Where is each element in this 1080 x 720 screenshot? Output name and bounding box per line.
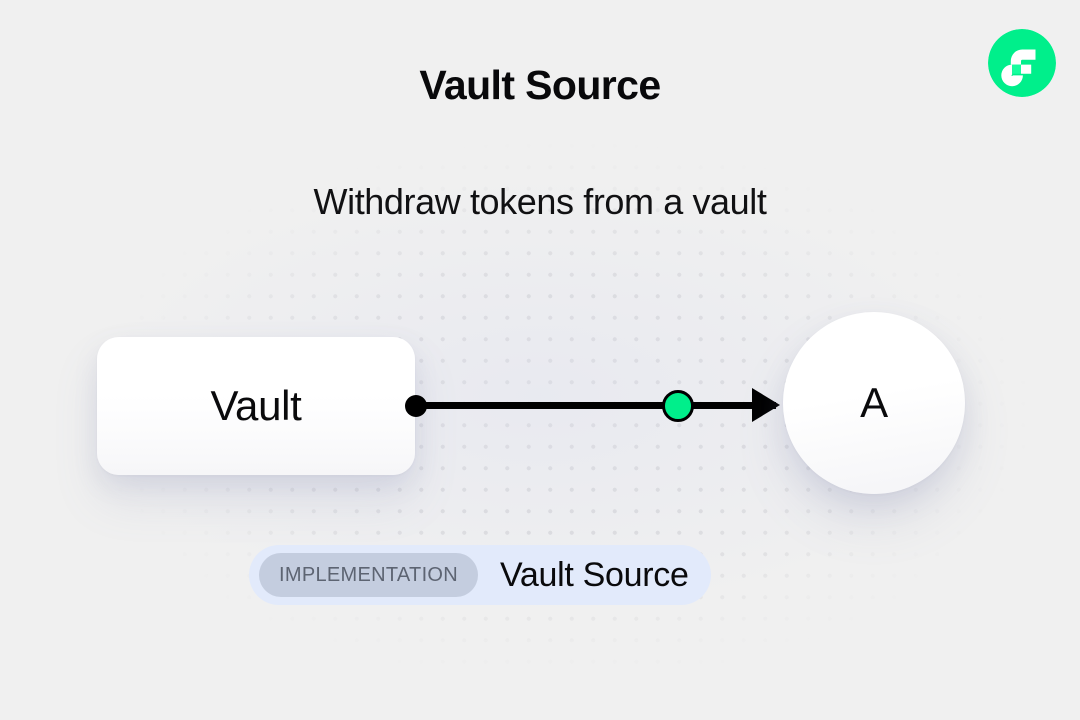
edge-source-handle-dot[interactable]: [405, 395, 427, 417]
node-vault[interactable]: Vault: [97, 337, 415, 475]
page-title: Vault Source: [419, 62, 661, 108]
page-subtitle: Withdraw tokens from a vault: [313, 181, 767, 222]
edge-connector-line: [416, 402, 776, 409]
flow-logo-icon: [988, 29, 1056, 97]
node-a[interactable]: A: [783, 312, 965, 494]
implementation-badge: IMPLEMENTATION Vault Source: [249, 545, 711, 605]
implementation-tag-label: IMPLEMENTATION: [259, 553, 479, 597]
edge-midpoint-marker-dot[interactable]: [662, 390, 694, 422]
edge-arrowhead-icon: [752, 388, 780, 422]
node-vault-label: Vault: [210, 382, 302, 429]
implementation-name-label: Vault Source: [500, 555, 689, 594]
node-a-label: A: [860, 379, 888, 426]
